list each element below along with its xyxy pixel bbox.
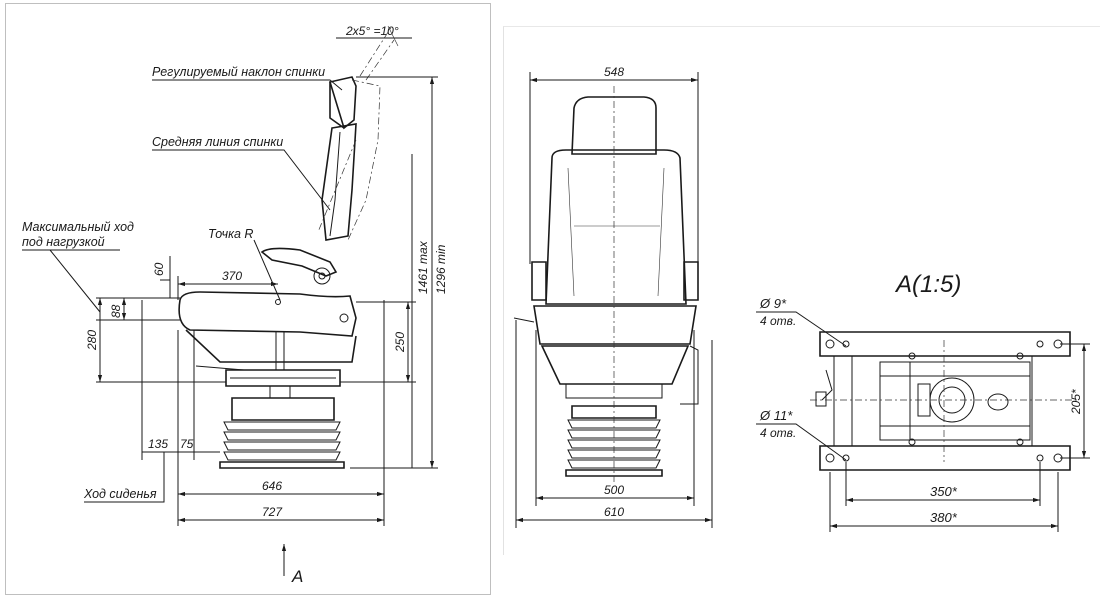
dim-646: 646	[262, 479, 282, 493]
dim-500: 500	[604, 483, 624, 497]
front-view-seat	[513, 86, 699, 482]
view-arrow-label: A	[291, 567, 303, 586]
view-a-title: A(1:5)	[894, 271, 961, 298]
dim-1461: 1461 max	[416, 240, 430, 294]
dim-250: 250	[393, 332, 407, 353]
dim-380: 380*	[930, 510, 958, 525]
r-point-label: Точка R	[208, 227, 253, 241]
backrest-tilt-label: Регулируемый наклон спинки	[152, 65, 325, 79]
backrest-centerline-label: Средняя линия спинки	[152, 135, 283, 149]
dim-280: 280	[85, 330, 99, 351]
side-view-dimension-lines	[22, 25, 438, 576]
dim-370: 370	[222, 269, 242, 283]
angle-label: 2x5° =10°	[345, 24, 399, 38]
side-view-panel	[5, 3, 491, 595]
hole9-count: 4 отв.	[760, 314, 796, 328]
hole11-label: Ø 11*	[759, 408, 793, 423]
dim-350: 350*	[930, 484, 958, 499]
side-view-seat	[178, 25, 395, 469]
dim-88: 88	[109, 304, 123, 318]
view-a-base-plate	[810, 331, 1080, 471]
front-view-panel	[503, 26, 1100, 555]
dim-75: 75	[180, 437, 194, 451]
dim-727: 727	[262, 505, 283, 519]
front-view-dimension-lines	[515, 72, 713, 528]
dim-135: 135	[148, 437, 168, 451]
dim-1296: 1296 min	[434, 244, 448, 294]
max-travel-label-line1: Максимальный ход	[22, 220, 134, 234]
dim-60: 60	[152, 262, 166, 276]
hole9-label: Ø 9*	[759, 296, 787, 311]
seat-travel-label: Ход сиденья	[83, 487, 157, 501]
hole11-count: 4 отв.	[760, 426, 796, 440]
dim-548: 548	[604, 65, 624, 79]
view-a-dimension-lines	[756, 311, 1090, 532]
max-travel-label-line2: под нагрузкой	[22, 235, 105, 249]
dim-610: 610	[604, 505, 624, 519]
dim-205: 205*	[1069, 389, 1083, 415]
